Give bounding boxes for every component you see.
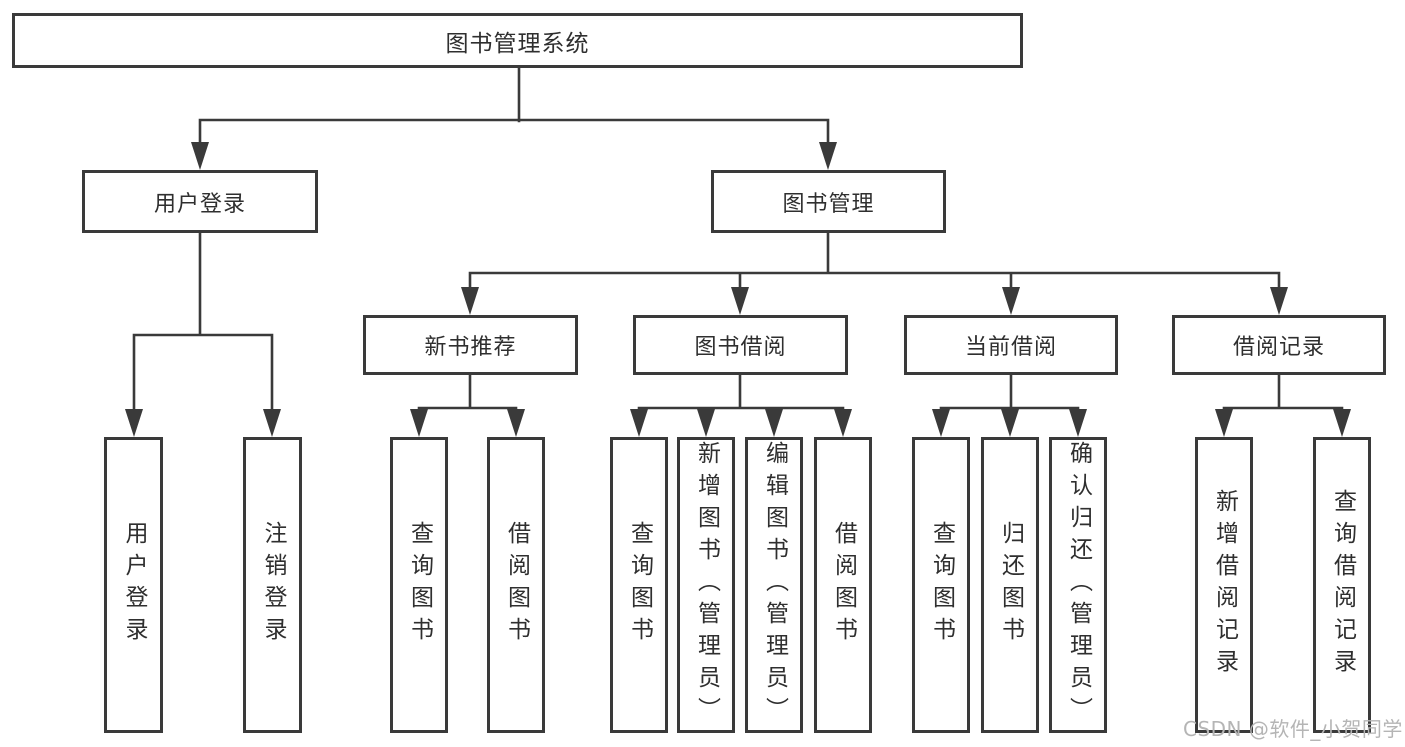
node-label: 用户登录 bbox=[121, 521, 147, 649]
leaf-user-login: 用户登录 bbox=[104, 437, 163, 733]
node-borrowing-records: 借阅记录 bbox=[1172, 315, 1386, 375]
node-label: 确认归还（管理员） bbox=[1065, 441, 1092, 729]
connector-root-to-level2 bbox=[191, 66, 837, 170]
connector-current-borrowing-branch bbox=[932, 373, 1087, 437]
leaf-borrow-books-recommend: 借阅图书 bbox=[487, 437, 545, 733]
node-label: 新增借阅记录 bbox=[1211, 489, 1238, 681]
node-current-borrowing: 当前借阅 bbox=[904, 315, 1118, 375]
connector-line bbox=[198, 66, 830, 145]
watermark: CSDN @软件_小贺同学 bbox=[1183, 717, 1403, 741]
node-root: 图书管理系统 bbox=[12, 13, 1023, 68]
connector-line bbox=[939, 373, 1080, 412]
node-label: 查询图书 bbox=[626, 521, 653, 649]
node-user-login: 用户登录 bbox=[82, 170, 318, 233]
node-label: 借阅图书 bbox=[503, 521, 530, 649]
arrowhead bbox=[191, 142, 837, 170]
leaf-confirm-return-admin: 确认归还（管理员） bbox=[1049, 437, 1107, 733]
connector-book-management-branch bbox=[461, 231, 1288, 315]
node-label: 查询借阅记录 bbox=[1329, 489, 1356, 681]
connector-user-login-branch bbox=[125, 231, 281, 437]
node-label: 查询图书 bbox=[406, 521, 433, 649]
node-book-borrowing: 图书借阅 bbox=[633, 315, 848, 375]
node-label: 查询图书 bbox=[928, 521, 955, 649]
connector-line bbox=[1222, 373, 1344, 412]
node-label: 当前借阅 bbox=[964, 335, 1057, 360]
connector-book-borrowing-branch bbox=[630, 373, 852, 437]
leaf-logout: 注销登录 bbox=[243, 437, 302, 733]
leaf-query-books-borrowing: 查询图书 bbox=[610, 437, 668, 733]
node-label: 新书推荐 bbox=[424, 335, 517, 360]
leaf-add-book-admin: 新增图书（管理员） bbox=[677, 437, 735, 733]
node-label: 注销登录 bbox=[260, 521, 286, 649]
node-label: 图书借阅 bbox=[694, 335, 787, 360]
connector-line bbox=[637, 373, 845, 412]
node-new-book-recommendation: 新书推荐 bbox=[363, 315, 578, 375]
node-book-management: 图书管理 bbox=[711, 170, 946, 233]
arrowhead bbox=[1215, 409, 1351, 437]
node-label: 图书管理 bbox=[782, 191, 875, 217]
leaf-add-borrow-record: 新增借阅记录 bbox=[1195, 437, 1253, 733]
arrowhead bbox=[125, 409, 281, 437]
node-label: 图书管理系统 bbox=[445, 30, 590, 57]
leaf-query-books-recommend: 查询图书 bbox=[390, 437, 448, 733]
leaf-query-borrow-record: 查询借阅记录 bbox=[1313, 437, 1371, 733]
leaf-borrow-books-borrowing: 借阅图书 bbox=[814, 437, 872, 733]
node-label: 用户登录 bbox=[153, 191, 246, 217]
connector-borrowing-records-branch bbox=[1215, 373, 1351, 437]
connector-line bbox=[417, 373, 518, 412]
node-label: 借阅图书 bbox=[830, 521, 857, 649]
arrowhead bbox=[932, 409, 1087, 437]
leaf-edit-book-admin: 编辑图书（管理员） bbox=[745, 437, 803, 733]
node-label: 编辑图书（管理员） bbox=[761, 441, 788, 729]
connector-line bbox=[468, 231, 1281, 291]
leaf-query-books-current: 查询图书 bbox=[912, 437, 970, 733]
node-label: 借阅记录 bbox=[1232, 335, 1325, 360]
arrowhead bbox=[410, 409, 525, 437]
node-label: 新增图书（管理员） bbox=[693, 441, 720, 729]
leaf-return-books: 归还图书 bbox=[981, 437, 1039, 733]
connector-new-book-recommendation-branch bbox=[410, 373, 525, 437]
arrowhead bbox=[461, 287, 1288, 315]
connector-line bbox=[132, 231, 274, 412]
arrowhead bbox=[630, 409, 852, 437]
node-label: 归还图书 bbox=[997, 521, 1024, 649]
